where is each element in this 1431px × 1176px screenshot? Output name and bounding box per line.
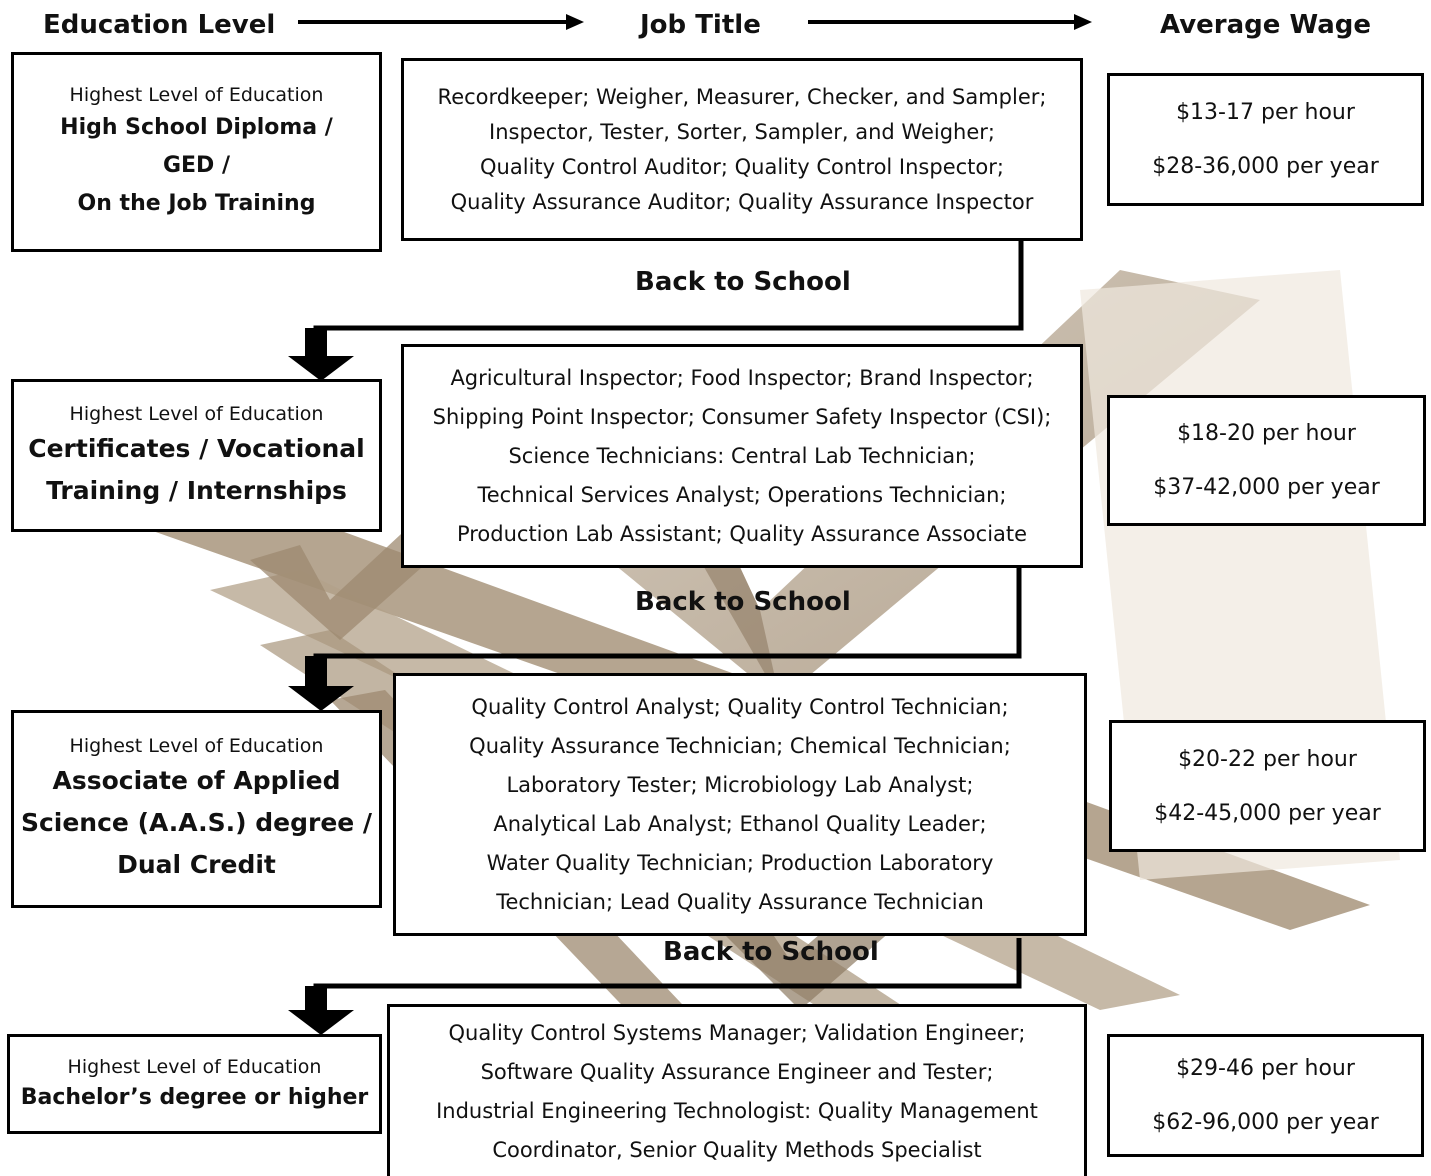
job-title-line: Quality Control Systems Manager; Validat… bbox=[448, 1020, 1026, 1045]
job-title-line: Production Lab Assistant; Quality Assura… bbox=[456, 521, 1028, 546]
education-level-name: GED / bbox=[162, 153, 231, 178]
job-title-line: Technical Services Analyst; Operations T… bbox=[477, 482, 1007, 507]
job-title-line: Recordkeeper; Weigher, Measurer, Checker… bbox=[437, 84, 1047, 109]
education-box-bachelors: Highest Level of Education Bachelor’s de… bbox=[7, 1034, 382, 1134]
wage-box-1: $13-17 per hour $28-36,000 per year bbox=[1107, 73, 1424, 206]
job-title-line: Analytical Lab Analyst; Ethanol Quality … bbox=[493, 811, 987, 836]
education-level-name: On the Job Training bbox=[77, 191, 316, 216]
job-title-line: Water Quality Technician; Production Lab… bbox=[486, 850, 994, 875]
wage-box-4: $29-46 per hour $62-96,000 per year bbox=[1107, 1034, 1424, 1157]
job-title-line: Quality Assurance Auditor; Quality Assur… bbox=[450, 189, 1034, 214]
hourly-wage: $20-22 per hour bbox=[1178, 746, 1357, 772]
education-level-caption: Highest Level of Education bbox=[69, 735, 324, 757]
education-level-caption: Highest Level of Education bbox=[67, 1056, 322, 1078]
job-title-line: Inspector, Tester, Sorter, Sampler, and … bbox=[489, 119, 995, 144]
education-box-high-school: Highest Level of Education High School D… bbox=[11, 52, 382, 252]
job-titles-box-1: Recordkeeper; Weigher, Measurer, Checker… bbox=[401, 58, 1083, 241]
education-level-caption: Highest Level of Education bbox=[69, 84, 324, 106]
education-level-header: Education Level bbox=[43, 10, 276, 40]
education-level-name: Associate of Applied bbox=[52, 766, 341, 795]
wage-box-3: $20-22 per hour $42-45,000 per year bbox=[1109, 720, 1426, 852]
education-level-name: Dual Credit bbox=[117, 850, 276, 879]
hourly-wage: $13-17 per hour bbox=[1176, 100, 1355, 125]
job-title-line: Laboratory Tester; Microbiology Lab Anal… bbox=[506, 772, 974, 797]
job-title-line: Shipping Point Inspector; Consumer Safet… bbox=[432, 404, 1052, 429]
job-titles-box-4: Quality Control Systems Manager; Validat… bbox=[387, 1004, 1087, 1176]
job-title-line: Agricultural Inspector; Food Inspector; … bbox=[450, 365, 1034, 390]
education-level-name: Science (A.A.S.) degree / bbox=[20, 808, 373, 837]
back-to-school-label-1: Back to School bbox=[635, 267, 851, 297]
education-box-certificates: Highest Level of Education Certificates … bbox=[11, 379, 382, 532]
job-titles-box-2: Agricultural Inspector; Food Inspector; … bbox=[401, 344, 1083, 568]
wage-box-2: $18-20 per hour $37-42,000 per year bbox=[1107, 395, 1426, 526]
education-level-name: Bachelor’s degree or higher bbox=[20, 1085, 369, 1110]
job-title-line: Quality Control Auditor; Quality Control… bbox=[480, 154, 1004, 179]
back-to-school-label-2: Back to School bbox=[635, 587, 851, 617]
job-title-line: Software Quality Assurance Engineer and … bbox=[480, 1059, 994, 1084]
back-to-school-label-3: Back to School bbox=[663, 937, 879, 967]
hourly-wage: $18-20 per hour bbox=[1177, 421, 1356, 446]
average-wage-header: Average Wage bbox=[1160, 10, 1371, 40]
yearly-wage: $28-36,000 per year bbox=[1152, 154, 1379, 179]
hourly-wage: $29-46 per hour bbox=[1176, 1056, 1355, 1081]
yearly-wage: $62-96,000 per year bbox=[1152, 1110, 1379, 1135]
job-title-line: Quality Assurance Technician; Chemical T… bbox=[469, 733, 1011, 758]
job-title-header: Job Title bbox=[640, 10, 761, 40]
education-level-name: Training / Internships bbox=[46, 475, 347, 505]
job-title-line: Industrial Engineering Technologist: Qua… bbox=[436, 1098, 1038, 1123]
job-title-line: Quality Control Analyst; Quality Control… bbox=[471, 694, 1009, 719]
job-titles-box-3: Quality Control Analyst; Quality Control… bbox=[393, 673, 1087, 936]
education-level-name: High School Diploma / bbox=[60, 115, 333, 140]
education-level-caption: Highest Level of Education bbox=[69, 402, 324, 425]
yearly-wage: $37-42,000 per year bbox=[1153, 475, 1380, 500]
job-title-line: Technician; Lead Quality Assurance Techn… bbox=[496, 889, 984, 914]
education-level-name: Certificates / Vocational bbox=[28, 433, 365, 463]
job-title-line: Coordinator, Senior Quality Methods Spec… bbox=[492, 1137, 982, 1162]
job-title-line: Science Technicians: Central Lab Technic… bbox=[508, 443, 976, 468]
yearly-wage: $42-45,000 per year bbox=[1154, 800, 1381, 826]
education-box-associate: Highest Level of Education Associate of … bbox=[11, 710, 382, 908]
